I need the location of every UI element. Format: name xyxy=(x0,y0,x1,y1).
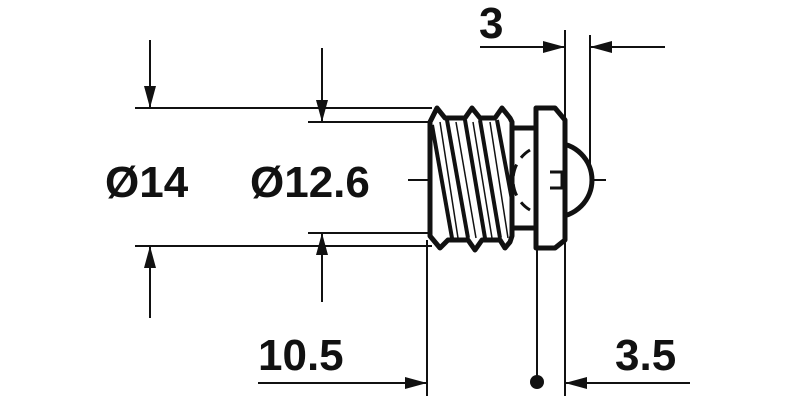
length-label: 10.5 xyxy=(258,331,344,380)
head-offset-label: 3 xyxy=(479,0,503,48)
dimension-arrows xyxy=(144,40,690,389)
inner-diameter-label: Ø12.6 xyxy=(250,158,370,207)
ball-projection-label: 3.5 xyxy=(615,331,676,380)
outer-diameter-label: Ø14 xyxy=(105,158,189,207)
reference-dot xyxy=(530,375,544,389)
threaded-insert-part xyxy=(427,105,595,253)
